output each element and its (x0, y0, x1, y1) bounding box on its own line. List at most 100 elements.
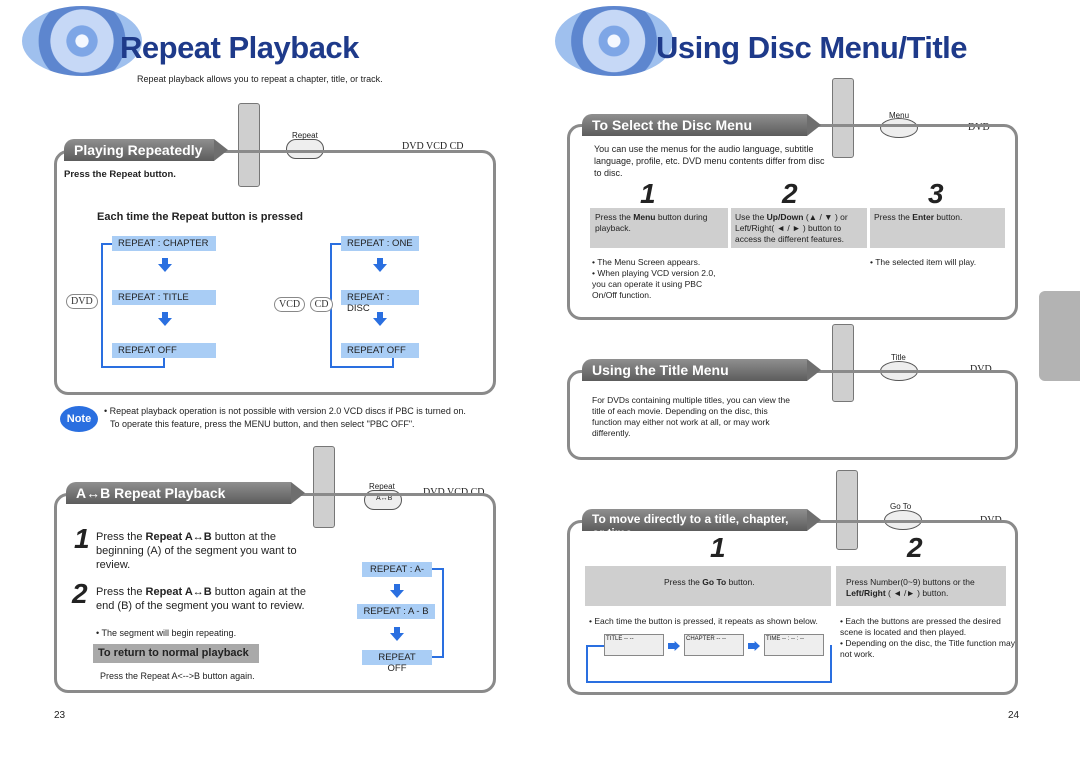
menu-step-2-pre: Use the (735, 212, 767, 222)
side-tab (1039, 291, 1080, 381)
title-screen: TITLE -- -- (604, 634, 664, 656)
step-2-bold: Repeat A↔B (145, 586, 212, 598)
goto-note-right-2: Depending on the disc, the Title functio… (840, 638, 1015, 660)
menu-step-1-bold: Menu (633, 212, 656, 222)
page-title-right: Using Disc Menu/Title (656, 30, 968, 65)
page-number-right: 24 (1008, 710, 1020, 721)
down-arrow-icon (390, 627, 404, 641)
repeat-ab-button-sub: A↔B (376, 495, 393, 502)
down-arrow-icon (390, 584, 404, 598)
menu-button-icon (880, 118, 918, 138)
menu-step-2-bold: Up/Down (766, 212, 804, 222)
loop-line (432, 656, 444, 658)
step-1-pre: Press the (96, 531, 146, 543)
loop-line (330, 243, 342, 245)
menu-note-2: When playing VCD version 2.0, you can op… (592, 268, 722, 301)
cd-badge: CD (449, 141, 464, 152)
cd-label: CD (309, 297, 334, 312)
repeat-button-icon (286, 139, 324, 159)
goto-step-box-2 (836, 566, 1006, 606)
menu-intro: You can use the menus for the audio lang… (594, 144, 825, 178)
time-screen: TIME -- : -- : -- (764, 634, 824, 656)
down-arrow-icon (373, 312, 387, 326)
step-2-post: button again at the end (B) of the segme… (96, 586, 306, 612)
goto-step-1-text: Press the Go To button. (664, 577, 755, 588)
dvd-repeat-chapter: REPEAT : CHAPTER (112, 236, 216, 251)
section-header-disc-menu: To Select the Disc Menu (582, 114, 821, 136)
each-time-heading: Each time the Repeat button is pressed (97, 211, 303, 223)
step-2-note: • The segment will begin repeating. (96, 628, 237, 638)
section-goto (567, 520, 1018, 695)
right-arrow-icon (668, 641, 680, 651)
goto-note-left: • Each time the button is pressed, it re… (589, 616, 818, 626)
loop-line (330, 366, 394, 368)
return-header: To return to normal playback (93, 644, 259, 663)
step-number: 3 (928, 178, 944, 209)
step-2-pre: Press the (96, 586, 146, 598)
section-playing-repeatedly (54, 150, 496, 395)
dvd-label: DVD (66, 294, 98, 309)
goto-step-2-text: Press Number(0~9) buttons or the Left/Ri… (846, 577, 996, 599)
loop-line (432, 568, 444, 570)
down-arrow-icon (373, 258, 387, 272)
dvd-badge: DVD (968, 122, 990, 133)
step-box-3 (870, 208, 1005, 248)
section-header-ab-repeat: A↔B Repeat Playback (66, 482, 305, 504)
disc-graphic-left (22, 6, 142, 76)
menu-step-1-text: Press the Menu button during playback. (595, 212, 720, 234)
repeat-off: REPEAT OFF (362, 650, 432, 674)
page-title-left: Repeat Playback (120, 30, 359, 65)
loop-line (392, 357, 394, 368)
menu-button-label: Menu (889, 111, 910, 120)
step-1-post: button at the beginning (A) of the segme… (96, 531, 297, 571)
vcd-cd-label: VCD CD (274, 294, 334, 312)
remote-control-icon (313, 446, 335, 528)
goto-step-1-bold: Go To (702, 577, 727, 587)
goto-step-2-post: ( ◄ /► ) button. (885, 588, 949, 598)
page-number-left: 23 (54, 710, 66, 721)
loop-line (101, 243, 103, 368)
repeat-button-label: Repeat (292, 131, 318, 140)
menu-note-right: The selected item will play. (870, 257, 976, 268)
vcd-repeat-disc: REPEAT : DISC (341, 290, 419, 314)
format-badges-1: DVD VCD CD (402, 141, 464, 152)
step-1-bold: Repeat A↔B (145, 531, 212, 543)
vcd-repeat-one: REPEAT : ONE (341, 236, 419, 251)
press-repeat-text: Press the Repeat button. (64, 169, 176, 180)
down-arrow-icon (158, 258, 172, 272)
repeat-a: REPEAT : A- (362, 562, 432, 577)
repeat-ab: REPEAT : A - B (357, 604, 435, 619)
chapter-screen: CHAPTER -- -- (684, 634, 744, 656)
dvd-badge: DVD (970, 364, 992, 375)
loop-line (101, 243, 113, 245)
return-text: Press the Repeat A<-->B button again. (100, 671, 255, 681)
step-box-2 (731, 208, 867, 248)
section-header-title-menu: Using the Title Menu (582, 359, 821, 381)
vcd-badge: VCD (447, 487, 469, 498)
right-arrow-icon (748, 641, 760, 651)
goto-step-1-pre: Press the (664, 577, 703, 587)
dvd-repeat-off: REPEAT OFF (112, 343, 216, 358)
step-number: 2 (782, 178, 798, 209)
note-icon: Note (60, 406, 98, 432)
step-number: 1 (74, 523, 90, 554)
note-text-2: To operate this feature, press the MENU … (110, 419, 415, 429)
loop-line (101, 366, 165, 368)
remote-control-icon (832, 324, 854, 402)
remote-control-icon (832, 78, 854, 158)
goto-step-box-1 (585, 566, 831, 606)
repeat-ab-button-label: Repeat (369, 482, 395, 491)
step-number: 1 (710, 532, 726, 563)
cd-badge: CD (470, 487, 485, 498)
section-header-goto: To move directly to a title, chapter, or… (582, 509, 821, 540)
step-2-text: Press the Repeat A↔B button again at the… (96, 585, 306, 613)
dvd-repeat-title: REPEAT : TITLE (112, 290, 216, 305)
step-number: 1 (640, 178, 656, 209)
step-1-text: Press the Repeat A↔B button at the begin… (96, 530, 306, 572)
vcd-label: VCD (274, 297, 306, 312)
step-number: 2 (907, 532, 923, 563)
goto-step-1-post: button. (726, 577, 755, 587)
loop-line (586, 645, 604, 647)
menu-step-1-post: button during playback. (595, 212, 708, 233)
remote-control-icon (238, 103, 260, 187)
